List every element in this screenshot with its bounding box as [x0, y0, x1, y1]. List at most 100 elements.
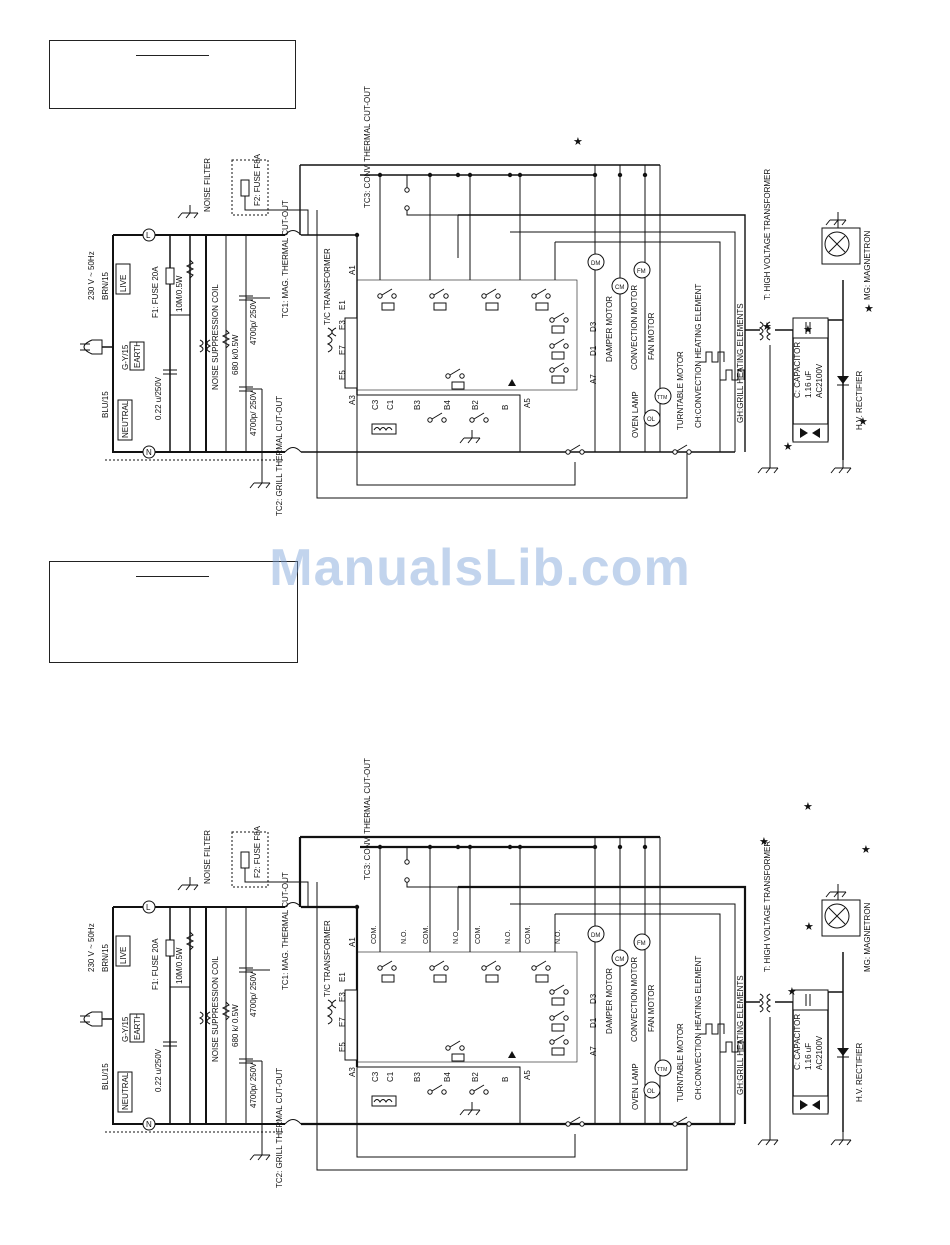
header-box-top [49, 40, 296, 109]
wire [553, 312, 565, 320]
wire [676, 1116, 688, 1124]
wire [553, 984, 565, 992]
wire [244, 868, 309, 907]
pin-label: A1 [348, 937, 357, 947]
switch-contact [445, 1045, 451, 1051]
label: 4700p/ 250V [249, 390, 258, 436]
label: OL [647, 417, 656, 423]
relay-coil [485, 302, 499, 311]
label: NEUTRAL [121, 1072, 130, 1110]
wire [249, 1154, 255, 1161]
label: C: CAPACITOR [793, 1014, 802, 1070]
junction-dot [455, 844, 461, 850]
label: BRN/15 [101, 271, 110, 300]
fuse-f1 [165, 939, 175, 957]
label: CH:CONVECTION HEATING ELEMENT [694, 956, 703, 1100]
pin-label: E3 [338, 992, 347, 1002]
pin-label: D1 [589, 1017, 598, 1028]
wire [841, 891, 847, 898]
tc3-contact [404, 877, 410, 883]
label: BLU/15 [101, 1063, 110, 1090]
pin-label: C3 [371, 1071, 380, 1082]
wire [846, 467, 852, 474]
label: AC2100V [815, 363, 824, 398]
plug-icon [83, 1011, 103, 1027]
label: BRN/15 [101, 943, 110, 972]
wire [458, 885, 747, 1124]
label: NEUTRAL [121, 400, 130, 438]
junction-dot [642, 844, 648, 850]
relay-coil [535, 974, 549, 983]
label: H.V. RECTIFIER [855, 1043, 864, 1102]
pin-label: A3 [348, 395, 357, 405]
wire [773, 467, 779, 474]
wire [828, 235, 846, 253]
label: TURNTABLE MOTOR [676, 351, 685, 430]
tc3-contact [404, 187, 410, 193]
relay-coil [551, 1047, 565, 1056]
heating-element [720, 1041, 745, 1053]
junction-dot [617, 172, 623, 178]
pin-label: B [501, 405, 510, 410]
wire [485, 288, 497, 296]
switch-contact [377, 293, 383, 299]
rectifier-icon [837, 1048, 849, 1056]
switch-contact [459, 373, 465, 379]
label: F1: FUSE 20A [151, 938, 160, 990]
relay-coil [551, 375, 565, 384]
relay-board [356, 279, 578, 391]
label: BLU/15 [101, 391, 110, 418]
pin-label: A3 [348, 1067, 357, 1077]
pin-label: B4 [443, 1072, 452, 1082]
thermistor-icon [373, 1099, 393, 1103]
label: 0.22 u/250V [154, 1048, 163, 1092]
junction-dot [455, 172, 461, 178]
label: AC2100V [815, 1035, 824, 1070]
wire [357, 1066, 521, 1124]
wire [244, 196, 309, 235]
label: 680 k/ 0.5W [231, 1004, 240, 1047]
switch-contact [549, 343, 555, 349]
c3-c1-box [371, 1095, 397, 1107]
label: N.O. [453, 930, 460, 944]
switch-contact [495, 293, 501, 299]
switch-contact [672, 449, 678, 455]
pin-label: D3 [589, 321, 598, 332]
label: T: HIGH VOLTAGE TRANSFORMER [763, 169, 772, 300]
label: N.O. [401, 930, 408, 944]
label: T: HIGH VOLTAGE TRANSFORMER [763, 841, 772, 972]
wire [825, 891, 831, 898]
wire [449, 368, 461, 376]
wire [838, 467, 844, 474]
label: LIVE [119, 947, 128, 964]
star-icon: ★ [787, 986, 797, 998]
junction-dot [377, 172, 383, 178]
switch-contact [427, 417, 433, 423]
wire [185, 212, 191, 219]
switch-contact [549, 317, 555, 323]
relay-coil [551, 1023, 565, 1032]
label: TC1: MAG. THERMAL CUT-OUT [281, 200, 290, 318]
wire [467, 1109, 473, 1116]
label: CONVECTION MOTOR [630, 285, 639, 370]
star-icon: ★ [803, 801, 813, 813]
pin-label: E1 [338, 972, 347, 982]
wire [459, 1109, 465, 1116]
thermistor-icon [373, 427, 393, 431]
wire [535, 960, 547, 968]
wire [257, 1154, 263, 1161]
switch-contact [481, 965, 487, 971]
label: NOISE SUPPRESSION COIL [211, 284, 220, 390]
hv-diode-icon [800, 1100, 820, 1110]
label: 1.16 uF [804, 1043, 813, 1070]
wire [112, 907, 147, 1125]
wire [510, 903, 736, 1124]
label: N [146, 448, 152, 457]
label: MG: MAGNETRON [863, 902, 872, 972]
switch-contact [391, 293, 397, 299]
wire [185, 884, 191, 891]
relay-coil [551, 351, 565, 360]
oven-lamp-icon [643, 1081, 661, 1099]
label: OVEN LAMP [631, 1063, 640, 1110]
